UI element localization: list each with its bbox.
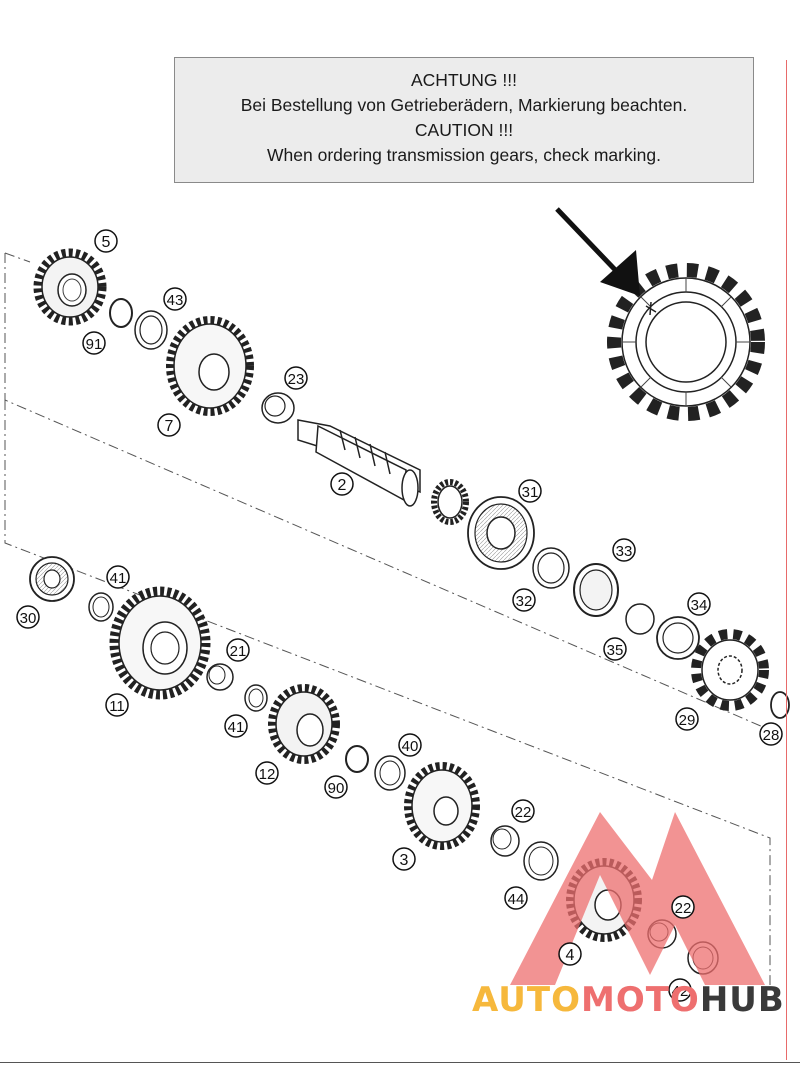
callout-3-label: 3: [400, 852, 409, 869]
watermark-hub: HUB: [699, 980, 785, 1020]
gear-3: [404, 762, 480, 850]
circlip-28: [770, 691, 790, 719]
callout-4-label: 4: [566, 947, 575, 964]
callouts: 5 91 43 7 23 2 31 32 33 35 34 29 28 30 4…: [16, 229, 783, 1002]
callout-28-label: 28: [763, 727, 780, 744]
callout-22-lower-label: 22: [675, 900, 692, 917]
bushing-22-upper: [490, 825, 520, 857]
callout-91-label: 91: [86, 336, 103, 353]
caution-text-de: Bei Bestellung von Getrieberädern, Marki…: [240, 95, 688, 115]
callout-3: 3: [392, 847, 416, 871]
callout-41-upper: 41: [106, 565, 130, 589]
callout-21-label: 21: [230, 643, 247, 660]
washer-43: [134, 310, 168, 350]
marking-arrow-icon: [555, 207, 640, 296]
bushing-21: [206, 663, 234, 691]
callout-41-upper-label: 41: [110, 570, 127, 587]
callout-32-label: 32: [516, 593, 533, 610]
watermark-logo-icon: [510, 812, 765, 985]
callout-32: 32: [512, 588, 536, 612]
gear-5: [33, 248, 107, 326]
washer-40: [374, 755, 406, 791]
caution-heading-en: CAUTION !!!: [414, 120, 514, 140]
callout-41-lower: 41: [224, 714, 248, 738]
callout-33-label: 33: [616, 543, 633, 560]
callout-31-label: 31: [522, 484, 539, 501]
callout-90-label: 90: [328, 780, 345, 797]
gear-12: [268, 684, 340, 764]
callout-30-label: 30: [20, 610, 37, 627]
assembly-dashed-outline: [4, 252, 771, 985]
bushing-34: [656, 616, 700, 660]
callout-7-label: 7: [165, 418, 174, 435]
callout-41-lower-label: 41: [228, 719, 245, 736]
callout-7: 7: [157, 413, 181, 437]
gear-11: [109, 586, 211, 700]
circlip-91: [109, 298, 133, 328]
right-border-line: [786, 60, 787, 1060]
marked-gear-detail: [607, 263, 765, 421]
caution-heading-de: ACHTUNG !!!: [411, 70, 517, 90]
callout-34: 34: [687, 592, 711, 616]
callout-43-label: 43: [167, 292, 184, 309]
washer-41-lower: [244, 684, 268, 712]
caution-notice: ACHTUNG !!! Bei Bestellung von Getrieber…: [174, 57, 754, 183]
callout-11: 11: [105, 693, 129, 717]
watermark-moto: MOTO: [580, 980, 700, 1020]
callout-35-label: 35: [607, 642, 624, 659]
callout-90: 90: [324, 775, 348, 799]
bottom-border-line: [0, 1062, 800, 1063]
bearing-31: [467, 496, 535, 570]
callout-42: 42: [668, 978, 692, 1002]
callout-29: 29: [675, 707, 699, 731]
sprocket-29: [691, 629, 769, 711]
gear-7: [166, 316, 254, 416]
callout-44: 44: [504, 886, 528, 910]
caution-text-en: When ordering transmission gears, check …: [267, 145, 661, 165]
callout-5-label: 5: [102, 234, 111, 251]
callout-5: 5: [94, 229, 118, 253]
callout-30: 30: [16, 605, 40, 629]
callout-43: 43: [163, 287, 187, 311]
callout-29-label: 29: [679, 712, 696, 729]
main-shaft-2: [297, 419, 469, 525]
callout-40: 40: [398, 733, 422, 757]
callout-31: 31: [518, 479, 542, 503]
callout-34-label: 34: [691, 597, 708, 614]
callout-22-lower: 22: [671, 895, 695, 919]
callout-91: 91: [82, 331, 106, 355]
callout-22-upper-label: 22: [515, 804, 532, 821]
washer-32: [532, 547, 570, 589]
callout-23: 23: [284, 366, 308, 390]
callout-40-label: 40: [402, 738, 419, 755]
callout-35: 35: [603, 637, 627, 661]
washer-44: [523, 841, 559, 881]
callout-44-label: 44: [508, 891, 525, 908]
washer-41-upper: [88, 592, 114, 622]
o-ring-35: [625, 603, 655, 635]
circlip-90: [345, 745, 369, 773]
callout-33: 33: [612, 538, 636, 562]
callout-11-label: 11: [109, 698, 125, 715]
callout-2: 2: [330, 472, 354, 496]
watermark-text: AUTOMOTOHUB: [472, 980, 785, 1020]
callout-23-label: 23: [288, 371, 305, 388]
seal-33: [573, 563, 619, 617]
bushing-23: [261, 392, 295, 424]
callout-22-upper: 22: [511, 799, 535, 823]
watermark-auto: AUTO: [472, 980, 581, 1020]
callout-21: 21: [226, 638, 250, 662]
callout-4: 4: [558, 942, 582, 966]
callout-28: 28: [759, 722, 783, 746]
callout-42-label: 42: [672, 983, 689, 1000]
callout-12-label: 12: [259, 766, 276, 783]
callout-2-label: 2: [338, 477, 347, 494]
bearing-30: [29, 556, 75, 602]
callout-12: 12: [255, 761, 279, 785]
